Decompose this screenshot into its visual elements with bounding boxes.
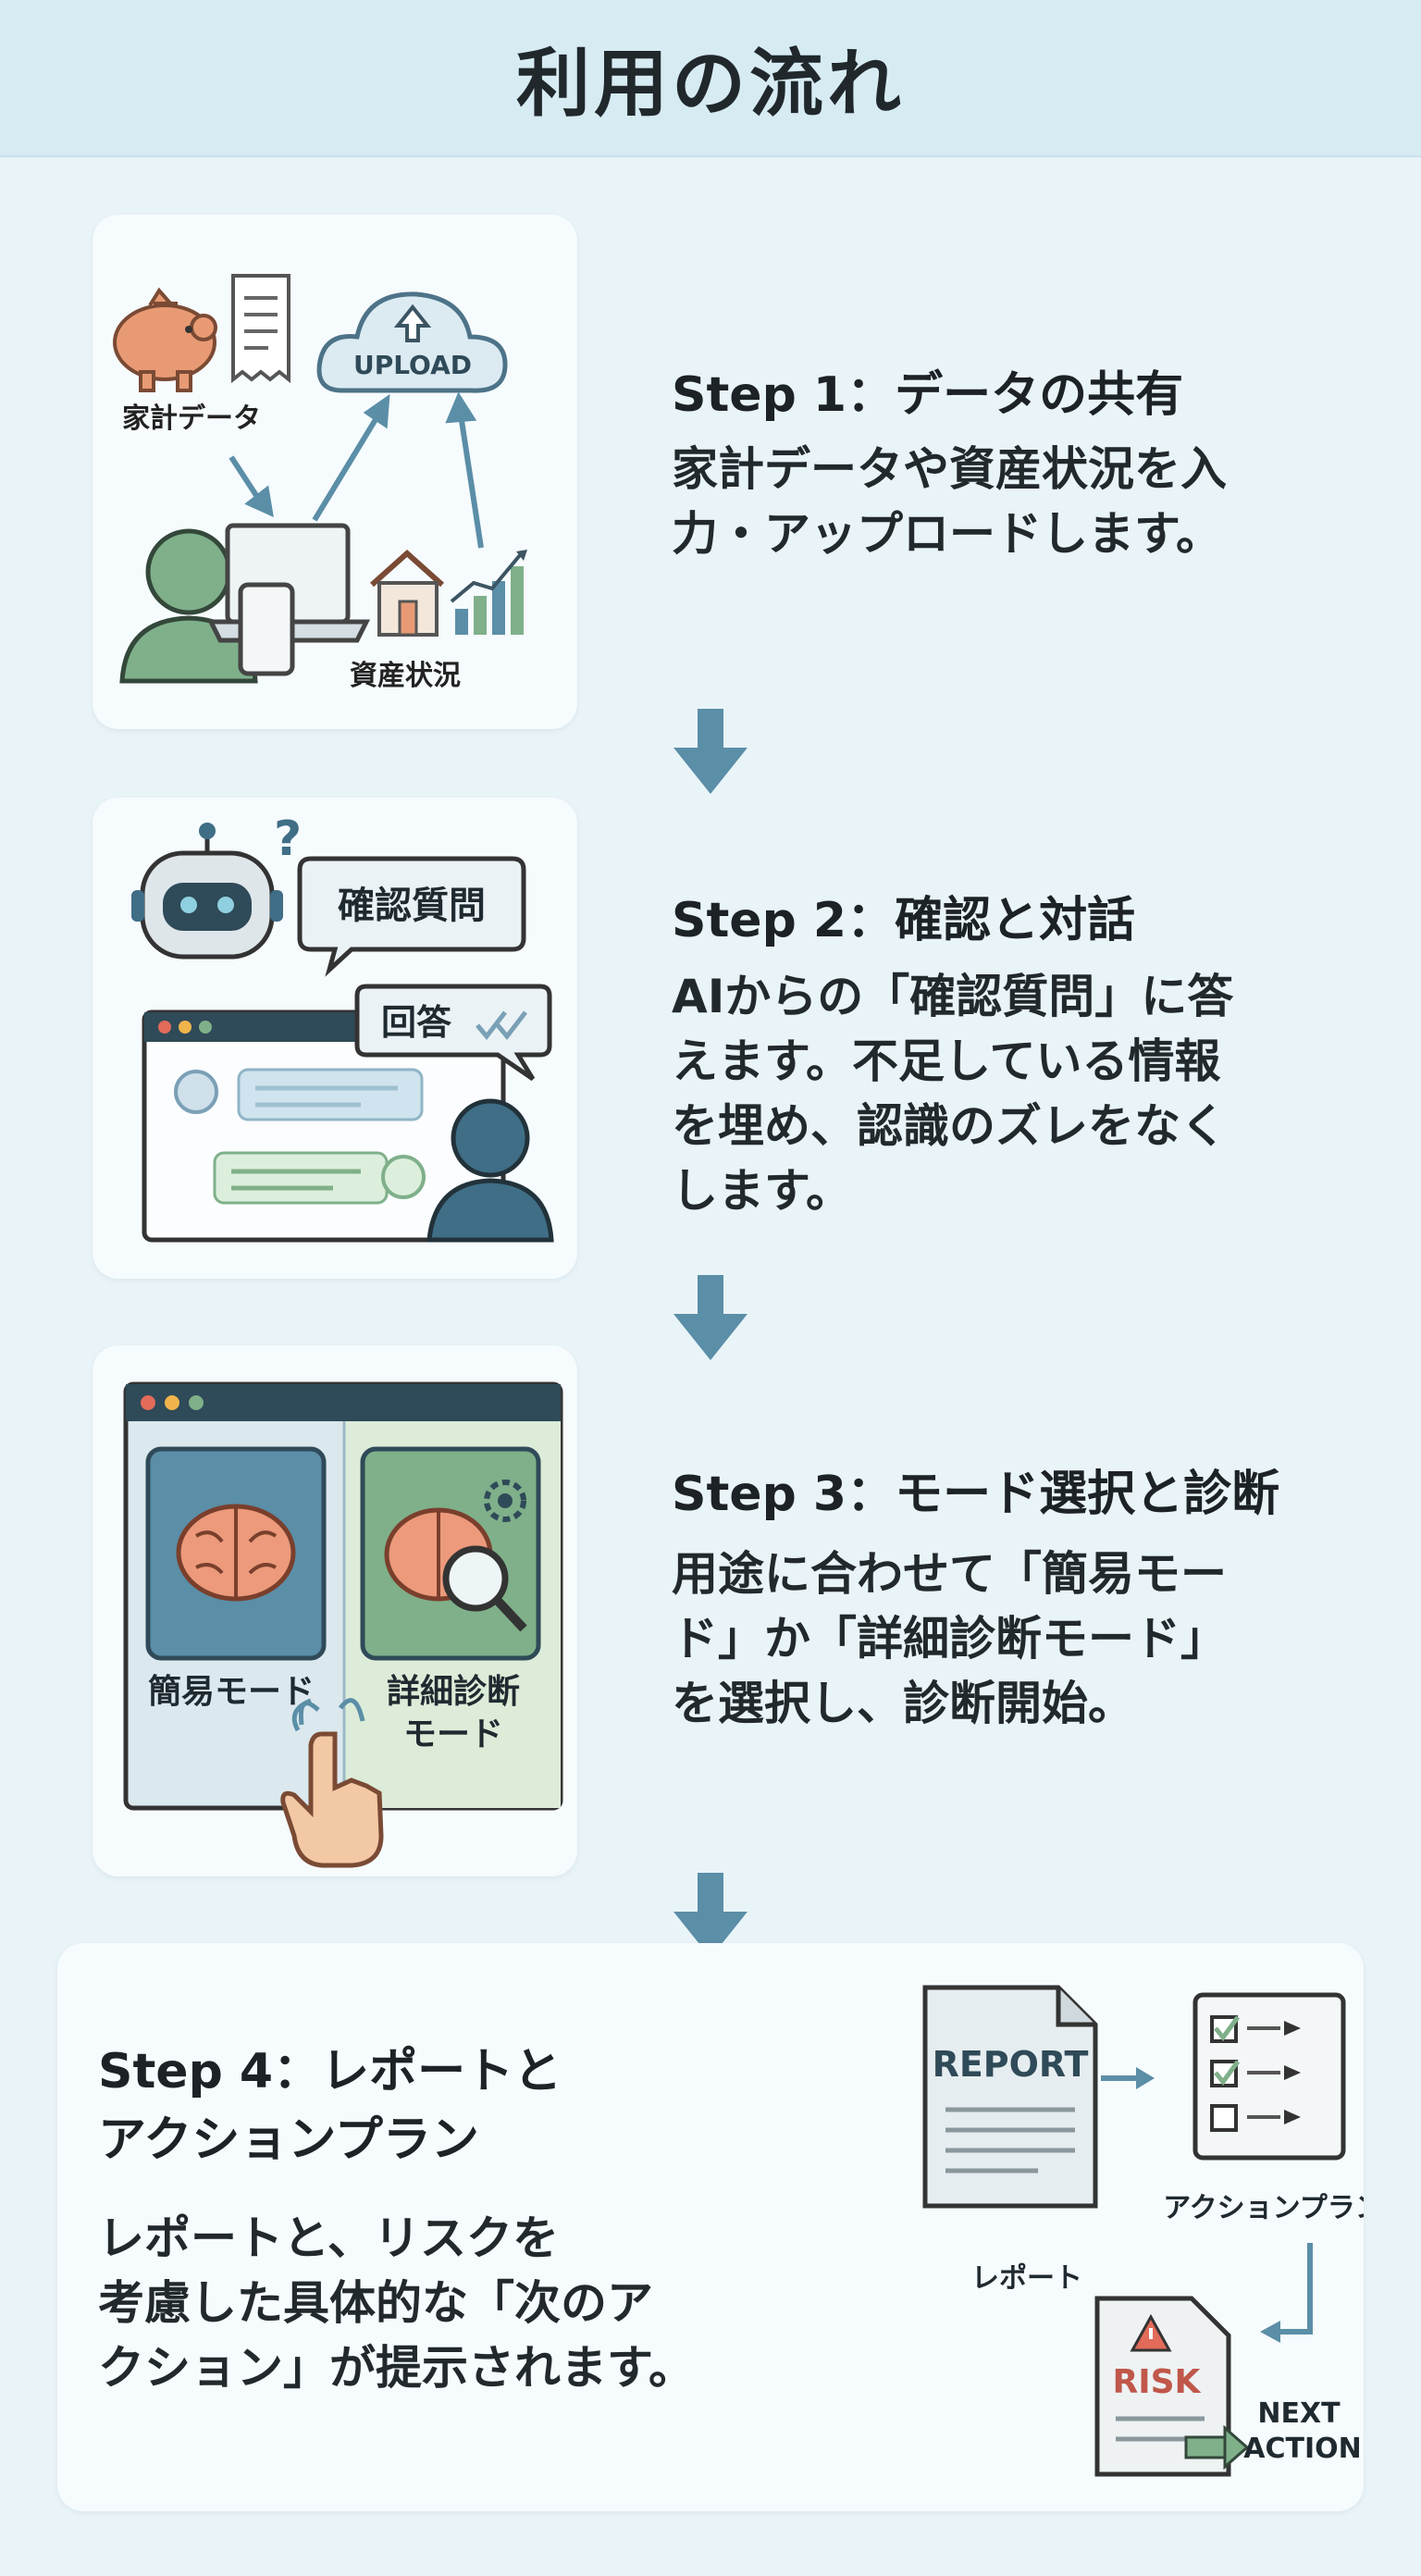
report-label: レポート xyxy=(971,2262,1082,2295)
step2-illustration: ? 確認質問 回答 xyxy=(131,811,554,1243)
next-action-label: NEXT xyxy=(1257,2397,1341,2430)
step4-title-line: アクションプラン xyxy=(98,2112,479,2168)
pointing-hand-icon xyxy=(280,1698,384,1868)
header: 利用の流れ xyxy=(0,0,1421,157)
step4-illustration: REPORT アクションプラン レポート xyxy=(922,1985,1364,2477)
user-icon xyxy=(426,1098,554,1243)
step2-title: Step 2：確認と対話 xyxy=(672,893,1136,948)
down-arrow-icon xyxy=(673,1275,748,1360)
detail-mode-option[interactable]: 詳細診断 モード xyxy=(360,1446,541,1753)
checklist-icon xyxy=(1192,1992,1346,2161)
simple-mode-label: 簡易モード xyxy=(148,1673,315,1711)
question-label: 確認質問 xyxy=(338,885,486,927)
growth-chart-icon xyxy=(450,550,527,635)
arrow-right-icon xyxy=(1101,2067,1155,2089)
step3-desc-line: 用途に合わせて「簡易モー xyxy=(672,1547,1227,1601)
house-icon xyxy=(369,549,445,637)
report-document-icon: REPORT xyxy=(922,1985,1098,2209)
gear-icon xyxy=(484,1480,526,1522)
upload-label: UPLOAD xyxy=(353,350,472,380)
step2-desc-line: えます。不足している情報 xyxy=(672,1034,1221,1088)
magnifier-icon xyxy=(442,1545,527,1632)
cloud-upload-icon: UPLOAD xyxy=(316,291,508,393)
step1-illustration: UPLOAD xyxy=(113,274,527,692)
step3-illustration: 簡易モード 詳細診断 モード xyxy=(123,1381,563,1868)
step2-desc-line: AIからの「確認質問」に答 xyxy=(672,970,1234,1023)
step2-description: AIからの「確認質問」に答 えます。不足している情報 を埋め、認識のズレをなく … xyxy=(672,964,1233,1223)
down-arrow-icon xyxy=(673,709,748,794)
answer-label: 回答 xyxy=(381,1002,452,1043)
question-bubble: 確認質問 xyxy=(297,856,526,977)
step1-illustration-card: UPLOAD xyxy=(93,215,577,729)
step3-description: 用途に合わせて「簡易モー ド」か「詳細診断モード」 を選択し、診断開始。 xyxy=(672,1542,1227,1736)
step2-desc-line: します。 xyxy=(672,1164,852,1218)
check-icon xyxy=(476,1010,507,1040)
answer-bubble: 回答 xyxy=(354,984,552,1082)
step2-desc-line: を埋め、認識のズレをなく xyxy=(672,1099,1227,1153)
step1-desc-line: 力・アップロードします。 xyxy=(672,507,1222,561)
step4-description: レポートと、リスクを 考慮した具体的な「次のア クション」が提示されます。 xyxy=(98,2206,695,2400)
step3-illustration-card: 簡易モード 詳細診断 モード xyxy=(93,1345,577,1876)
question-mark-icon: ? xyxy=(274,811,302,867)
receipt-icon xyxy=(231,274,290,384)
phone-icon xyxy=(238,582,295,676)
step3-title: Step 3：モード選択と診断 xyxy=(672,1467,1280,1522)
step4-desc-line: 考慮した具体的な「次のア xyxy=(98,2276,653,2330)
household-data-label: 家計データ xyxy=(122,402,261,435)
page-title: 利用の流れ xyxy=(516,41,905,127)
brain-icon xyxy=(176,1504,296,1602)
step4-desc-line: レポートと、リスクを xyxy=(98,2211,559,2265)
step3-desc-line: ド」か「詳細診断モード」 xyxy=(672,1612,1227,1666)
flow-arrows xyxy=(229,391,484,549)
step1-desc-line: 家計データや資産状況を入 xyxy=(672,442,1227,496)
assets-label: 資産状況 xyxy=(350,660,461,692)
step2-illustration-card: ? 確認質問 回答 xyxy=(93,798,577,1279)
step3-desc-line: を選択し、診断開始。 xyxy=(672,1677,1134,1730)
next-action-label: ACTION xyxy=(1243,2433,1361,2465)
step1-description: 家計データや資産状況を入 力・アップロードします。 xyxy=(672,437,1227,566)
detail-mode-label: モード xyxy=(403,1715,503,1753)
simple-mode-option[interactable]: 簡易モード xyxy=(145,1446,327,1711)
piggy-bank-icon xyxy=(113,287,217,392)
next-action-arrow-icon xyxy=(1184,2424,1250,2471)
connector-arrow-icon xyxy=(1260,2243,1313,2343)
check-icon xyxy=(496,1010,527,1040)
detail-mode-label: 詳細診断 xyxy=(387,1673,520,1711)
step4-title-line: Step 4：レポートと xyxy=(98,2044,562,2099)
step1-title: Step 1：データの共有 xyxy=(672,367,1184,423)
down-arrow-icon xyxy=(673,1873,748,1958)
step4-desc-line: クション」が提示されます。 xyxy=(98,2341,695,2395)
step4-title: Step 4：レポートと アクションプラン xyxy=(98,2037,562,2174)
risk-label: RISK xyxy=(1113,2363,1202,2401)
risk-document-icon: RISK xyxy=(1094,2296,1231,2477)
action-plan-label: アクションプラン xyxy=(1163,2192,1364,2224)
robot-icon: ? xyxy=(131,811,302,960)
step4-card: REPORT アクションプラン レポート xyxy=(57,1943,1364,2511)
report-doc-label: REPORT xyxy=(933,2044,1089,2085)
